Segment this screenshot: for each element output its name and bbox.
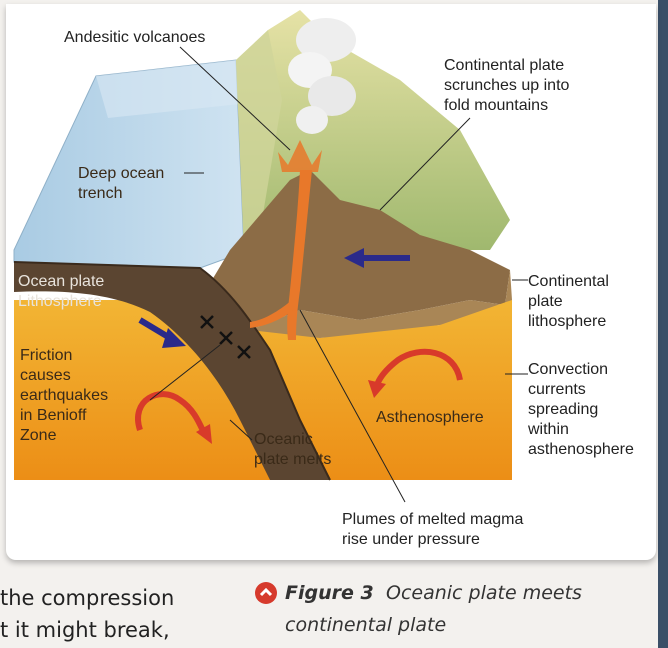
subduction-diagram	[13, 10, 528, 503]
label-deep-ocean-trench: Deep ocean trench	[78, 165, 165, 202]
label-friction-benioff: Friction causes earthquakes in Benioff Z…	[20, 347, 109, 444]
label-andesitic-volcanoes: Andesitic volcanoes	[64, 29, 206, 46]
convection-arrowhead-left	[196, 424, 212, 444]
label-fold-mountains: Continental plate scrunches up into fold…	[444, 57, 570, 114]
figure-chevron-icon	[255, 582, 277, 604]
plate-motion-arrow-left	[138, 317, 172, 341]
label-oceanic-plate-melts: Oceanic plate melts	[254, 431, 332, 468]
mountain-shadow	[236, 30, 282, 252]
lava-spray	[278, 140, 322, 172]
oceanic-plate-top-edge	[13, 261, 331, 481]
magma-branch	[250, 300, 296, 328]
eruption-cloud	[288, 18, 356, 134]
magma-plume	[287, 170, 312, 340]
convection-arrow-right	[373, 348, 463, 389]
right-edge-bar	[658, 0, 668, 648]
body-text-line-2: t it might break,	[0, 618, 170, 642]
body-text-line-1: the compression	[0, 586, 175, 610]
plate-motion-arrowhead-right	[344, 248, 364, 268]
label-ocean-plate-lithosphere: Ocean plate Lithosphere	[18, 273, 105, 310]
plate-motion-arrowhead-left	[162, 328, 186, 348]
continental-lithosphere	[250, 270, 512, 345]
convection-arrowhead-right	[368, 380, 386, 398]
label-plumes-of-magma: Plumes of melted magma rise under pressu…	[342, 511, 524, 548]
earthquake-foci	[200, 315, 251, 359]
ocean-water-top	[96, 60, 240, 118]
label-asthenosphere: Asthenosphere	[376, 409, 484, 426]
leader-lines	[149, 46, 528, 503]
label-convection-currents: Convection currents spreading within ast…	[528, 361, 634, 458]
continental-crust	[200, 170, 510, 330]
convection-arrow-left	[135, 391, 208, 437]
label-continental-plate-lithosphere: Continental plate lithosphere	[528, 273, 609, 330]
oceanic-plate	[14, 262, 330, 480]
figure-caption-line-1: Oceanic plate meets	[386, 582, 582, 604]
figure-caption-line-2: continental plate	[285, 614, 447, 636]
figure-number: Figure 3	[285, 582, 374, 604]
